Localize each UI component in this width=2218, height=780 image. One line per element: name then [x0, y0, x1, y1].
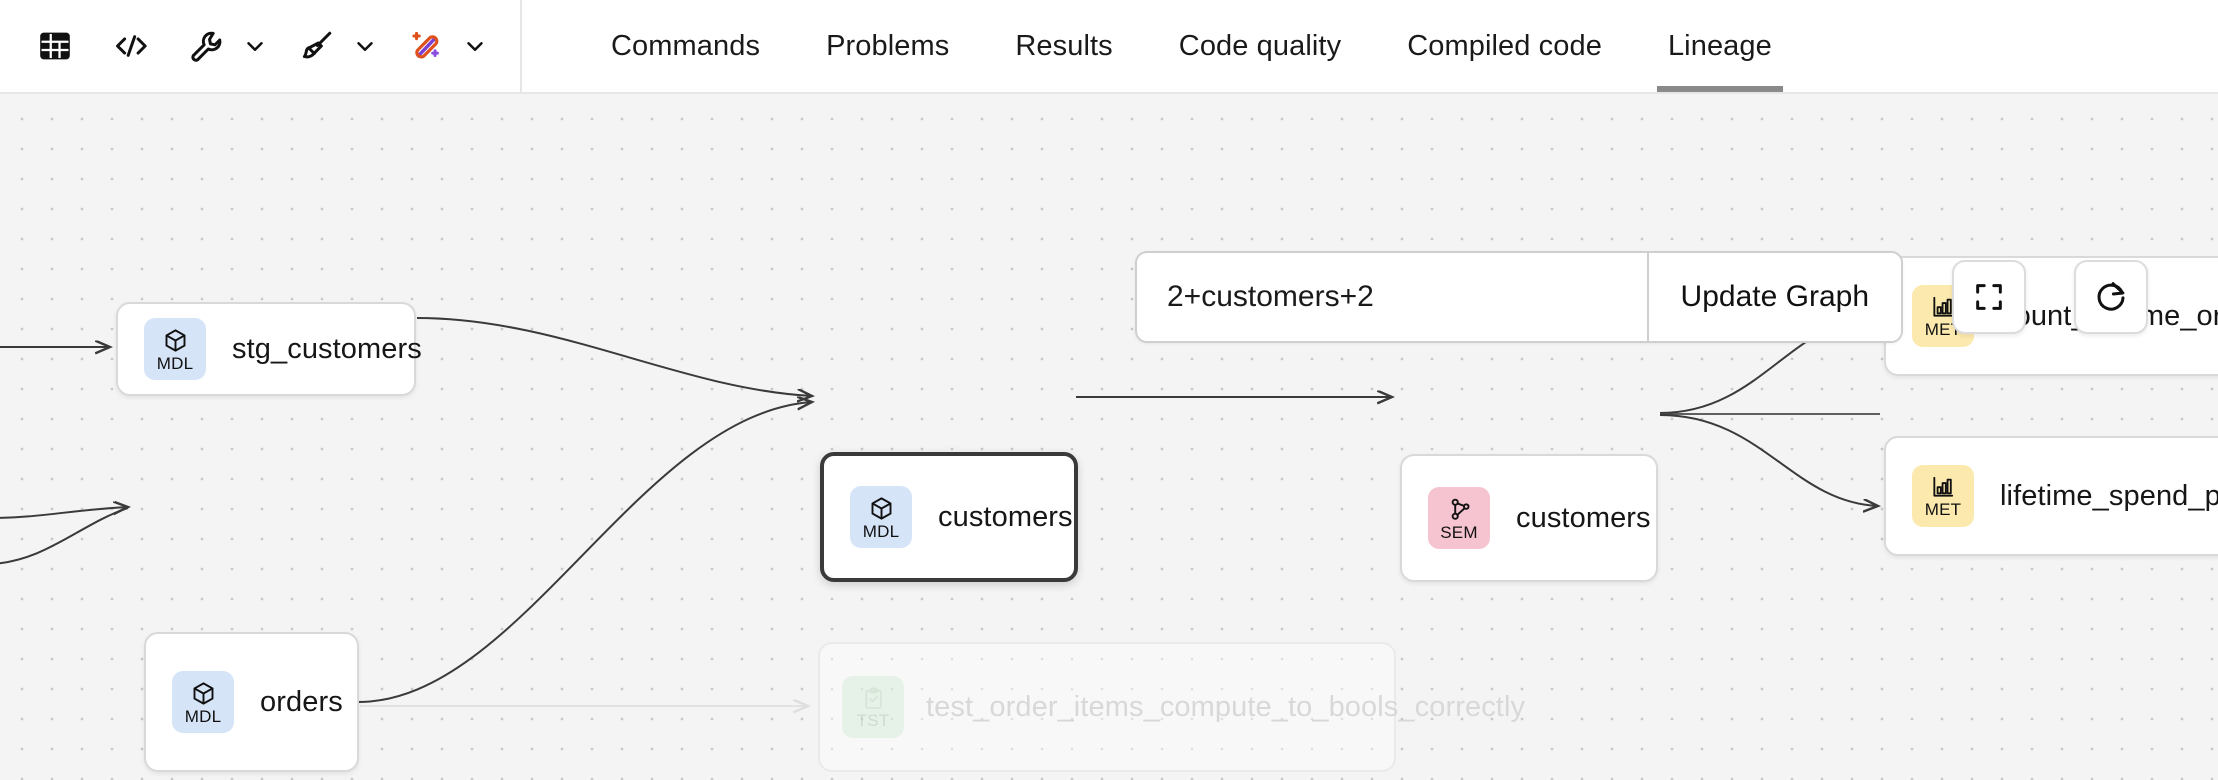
node-lifetime-spend[interactable]: MET lifetime_spend_preta [1884, 436, 2218, 556]
badge-mdl: MDL [144, 318, 206, 380]
node-count-lifetime-orders[interactable]: MET count_lifetime_order [1884, 256, 2218, 376]
badge-mdl: MDL [172, 671, 234, 733]
fit-view-button[interactable] [1952, 260, 2026, 334]
magic-wand-icon[interactable] [400, 19, 454, 73]
tab-commands[interactable]: Commands [578, 0, 793, 92]
badge-tst: TST [842, 676, 904, 738]
broom-icon[interactable] [290, 19, 344, 73]
tab-results[interactable]: Results [982, 0, 1145, 92]
node-title: customers [938, 500, 1073, 533]
node-customers-sem[interactable]: SEM customers [1400, 454, 1658, 582]
tab-compiled-code-label: Compiled code [1407, 29, 1602, 62]
code-icon[interactable] [104, 19, 158, 73]
tab-compiled-code[interactable]: Compiled code [1374, 0, 1635, 92]
node-title: stg_customers [232, 332, 422, 365]
node-title: lifetime_spend_preta [2000, 479, 2218, 512]
badge-mdl-label: MDL [184, 706, 222, 726]
edge-in-orders-b [0, 507, 129, 565]
badge-mdl-label: MDL [862, 521, 900, 541]
edge-orders-to-customers [357, 402, 812, 703]
search-input[interactable] [1137, 253, 1647, 341]
node-title: test_order_items_compute_to_bools_correc… [926, 690, 1526, 723]
edge-sem-to-lifetime-spend [1659, 414, 1878, 506]
lineage-canvas[interactable]: MDL stg_customers MDL orders TST [0, 94, 2218, 780]
badge-met-label: MET [1924, 500, 1962, 519]
magic-wand-chevron-down-icon[interactable] [454, 19, 496, 73]
node-stg-customers[interactable]: MDL stg_customers [116, 302, 422, 396]
node-title: orders [260, 685, 343, 718]
node-title: customers [1516, 501, 1651, 534]
tab-problems[interactable]: Problems [793, 0, 982, 92]
tab-code-quality-label: Code quality [1178, 29, 1342, 62]
wrench-chevron-down-icon[interactable] [234, 19, 276, 73]
tab-lineage-label: Lineage [1667, 29, 1772, 62]
tab-bar: Commands Problems Results Code quality C… [578, 0, 1805, 92]
tab-commands-label: Commands [611, 29, 761, 62]
badge-mdl-label: MDL [156, 353, 194, 373]
badge-sem-label: SEM [1440, 522, 1478, 542]
table-icon[interactable] [28, 19, 82, 73]
refresh-button[interactable] [2074, 260, 2148, 334]
badge-mdl: MDL [850, 486, 912, 548]
node-test-order-items[interactable]: TST test_order_items_compute_to_bools_co… [818, 642, 1526, 772]
toolbar-divider [520, 0, 522, 92]
tab-results-label: Results [1015, 29, 1113, 62]
update-graph-button[interactable]: Update Graph [1646, 253, 1901, 341]
tab-lineage[interactable]: Lineage [1635, 0, 1805, 92]
tab-problems-label: Problems [826, 29, 950, 62]
badge-met: MET [1912, 465, 1974, 527]
badge-tst-label: TST [856, 710, 890, 730]
broom-chevron-down-icon[interactable] [344, 19, 386, 73]
node-customers-mdl[interactable]: MDL customers [820, 452, 1078, 582]
edge-stg-to-customers [416, 317, 812, 396]
top-toolbar: Commands Problems Results Code quality C… [0, 0, 2218, 94]
update-graph-label: Update Graph [1680, 280, 1869, 313]
toolbar-icon-group [0, 0, 496, 92]
tab-code-quality[interactable]: Code quality [1146, 0, 1374, 92]
wrench-icon[interactable] [180, 19, 234, 73]
node-orders[interactable]: MDL orders [144, 632, 359, 772]
graph-search-bar: Update Graph [1135, 251, 1903, 343]
badge-met-label: MET [1924, 320, 1962, 339]
edge-in-orders-a [0, 507, 128, 519]
badge-sem: SEM [1428, 487, 1490, 549]
